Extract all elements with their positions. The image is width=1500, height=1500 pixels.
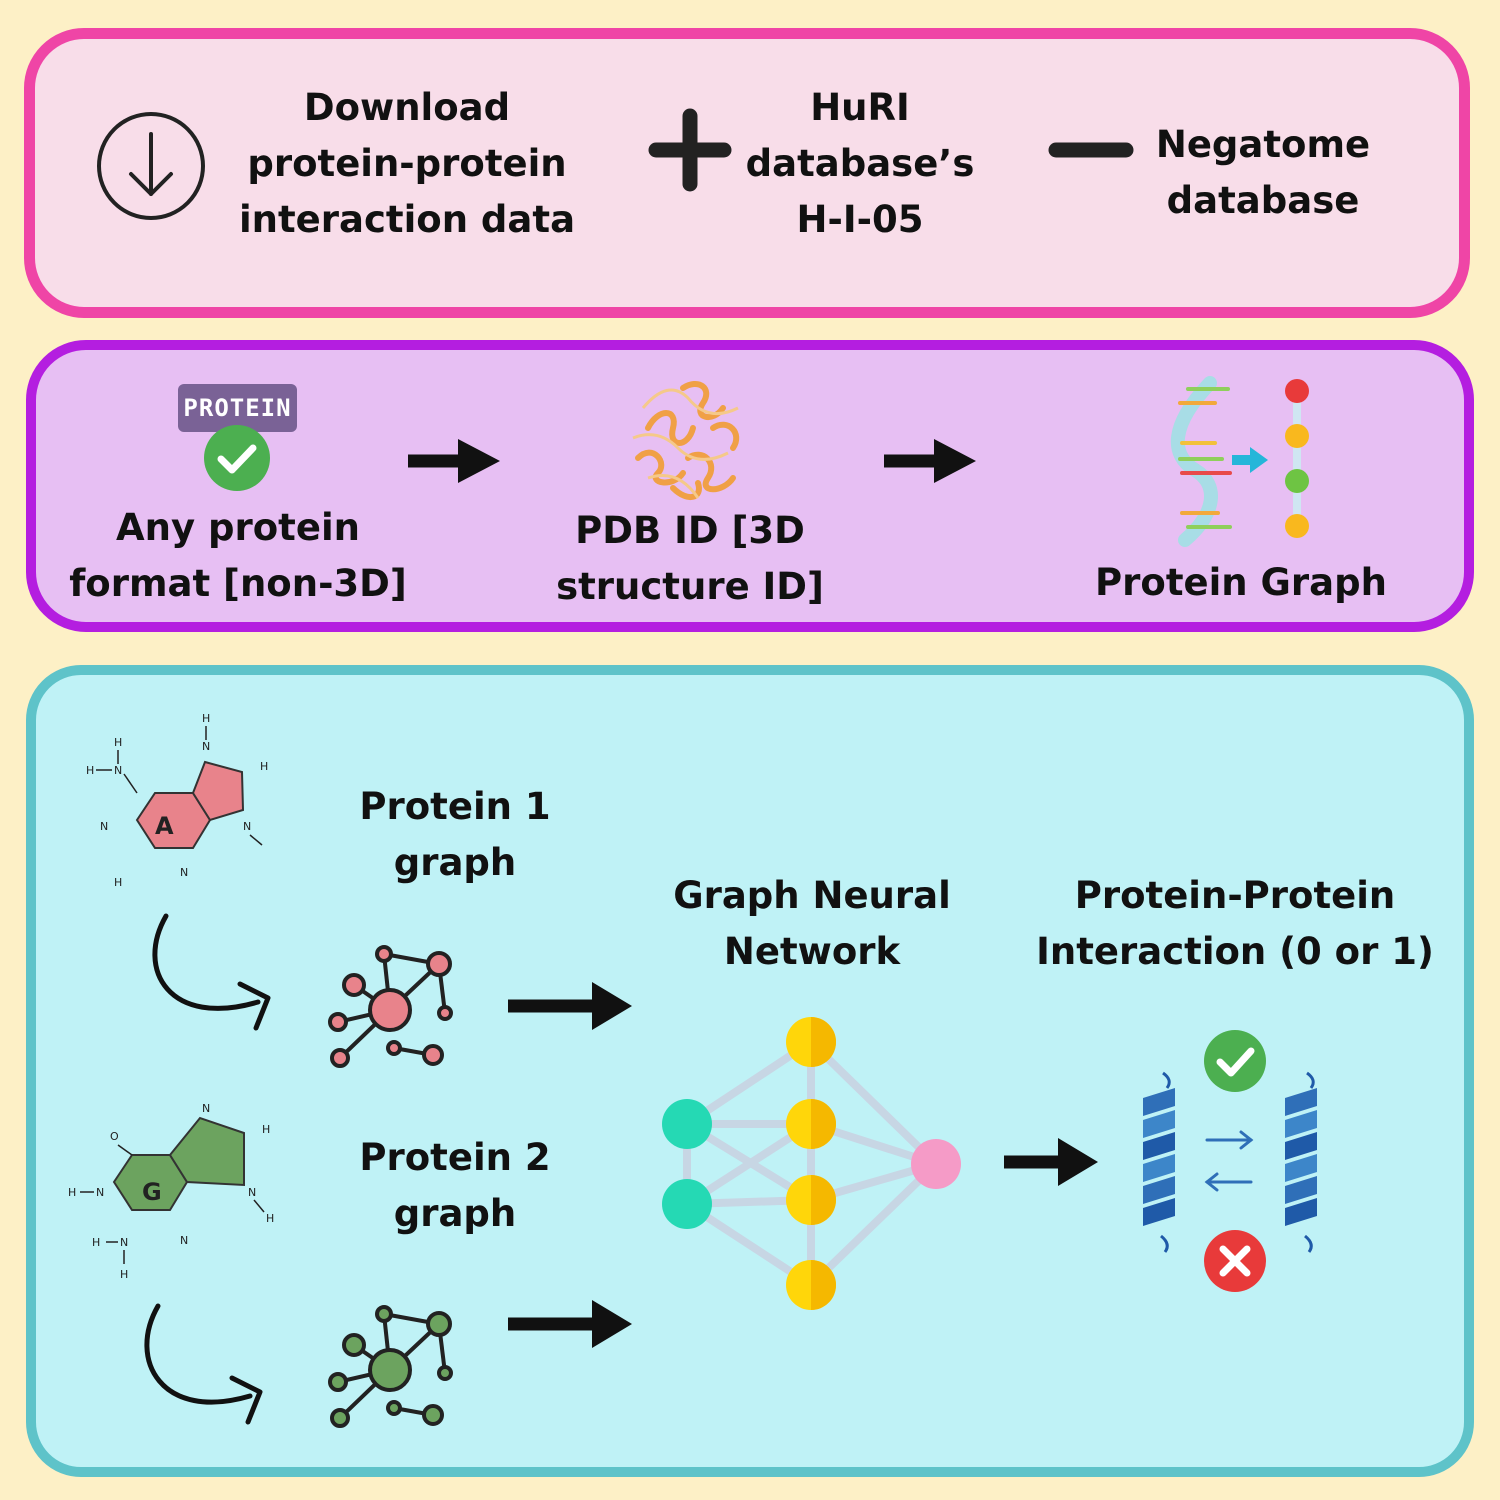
svg-text:N: N [202,740,210,753]
svg-text:H: H [114,736,122,749]
arrow-right-icon [508,1300,632,1348]
protein2-label: Protein 2 graph [359,1136,551,1235]
minus-icon [1048,142,1134,158]
output-node [911,1139,961,1189]
svg-text:H: H [68,1186,76,1199]
arrow-right-icon [884,439,976,483]
protein-structure-icon [632,381,740,500]
protein2-graph-icon [328,1305,453,1428]
svg-text:N: N [202,1102,210,1115]
helix-left-icon [1143,1071,1175,1253]
huri-label: HuRI database’s H-I-05 [745,86,975,241]
svg-text:H: H [266,1212,274,1225]
curved-arrow-icon [144,1303,263,1425]
svg-text:H: H [120,1268,128,1281]
pdb-label: PDB ID [3D structure ID] [556,509,824,608]
molecule-letter: A [155,812,174,840]
svg-text:N: N [180,1234,188,1247]
gnn-label: Graph Neural Network [673,874,951,973]
protein1-graph-icon [328,945,453,1068]
exchange-arrows-icon [1204,1130,1254,1192]
helix-right-icon [1285,1071,1317,1253]
svg-text:N: N [180,866,188,879]
svg-text:N: N [114,764,122,777]
svg-text:N: N [248,1186,256,1199]
ppi-label: Protein-Protein Interaction (0 or 1) [1036,874,1434,973]
svg-text:N: N [243,820,251,833]
svg-text:O: O [110,1130,119,1143]
protein-badge: PROTEIN [178,384,297,432]
download-icon [97,112,205,220]
data-download-panel [24,28,1470,318]
svg-text:N: N [100,820,108,833]
negatome-label: Negatome database [1155,123,1371,222]
protein-graph-label: Protein Graph [1095,561,1387,604]
curved-arrow-icon [152,913,271,1031]
molecule-letter: G [142,1178,162,1206]
protein1-label: Protein 1 graph [359,785,551,884]
plus-icon [648,108,732,192]
protein-interaction-icon [1143,1030,1317,1292]
svg-text:H: H [260,760,268,773]
protein-graph-icon [1170,376,1309,547]
download-label: Download protein-protein interaction dat… [238,86,576,241]
check-icon [204,425,270,491]
svg-text:H: H [86,764,94,777]
svg-text:H: H [92,1236,100,1249]
svg-text:H: H [202,712,210,725]
svg-text:N: N [120,1236,128,1249]
neural-network-icon [662,1017,961,1310]
guanine-molecule-icon: G N H O N H H N H N N H [68,1102,274,1281]
arrow-right-icon [1004,1138,1098,1186]
check-icon [1204,1030,1266,1092]
arrow-right-icon [408,439,500,483]
input-node [662,1099,712,1149]
arrow-right-icon [508,982,632,1030]
any-protein-label: Any protein format [non-3D] [69,506,407,605]
svg-text:N: N [96,1186,104,1199]
adenine-molecule-icon: A H N H H N N N H H N [86,712,268,889]
svg-text:H: H [262,1123,270,1136]
svg-text:H: H [114,876,122,889]
input-node [662,1179,712,1229]
